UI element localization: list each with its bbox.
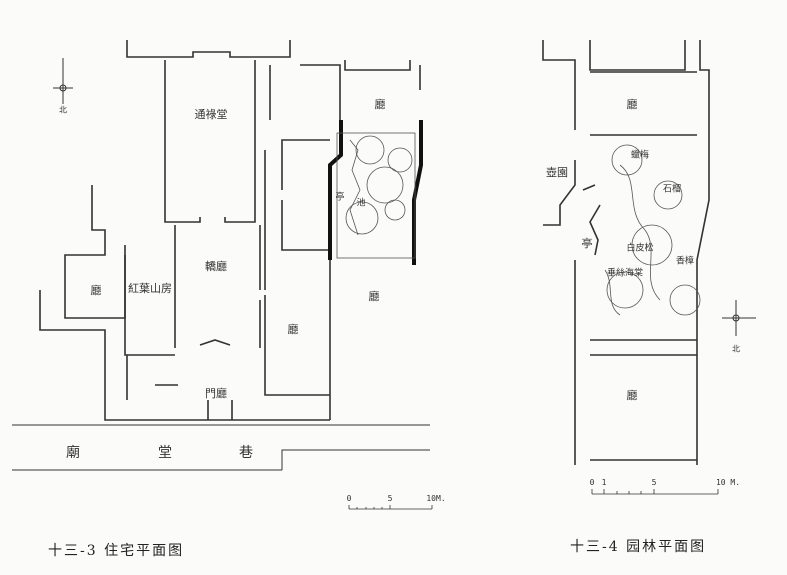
scale-tick: 5 — [651, 478, 657, 487]
room-north-hall: 廳 — [626, 98, 638, 111]
garden-scale-bar — [591, 489, 719, 495]
scale-tick: 1 — [601, 478, 607, 487]
scale-tick: 0 — [346, 494, 352, 503]
garden-caption: 十三-4 园林平面图 — [570, 539, 707, 555]
plant-label: 蠟梅 — [630, 150, 650, 161]
garden-north-arrow-icon — [722, 300, 756, 336]
room-garden-hall-south: 廳 — [368, 290, 380, 303]
room-east-hall: 廳 — [287, 323, 299, 336]
residence-lane — [12, 424, 430, 471]
room-gate-hall: 門廳 — [205, 387, 227, 400]
residence-pond-rockery — [336, 132, 416, 259]
room-pavilion: 亭 — [581, 237, 593, 250]
room-sedan-hall: 轎廳 — [205, 260, 227, 273]
lane-char-2: 堂 — [158, 445, 172, 461]
room-pavilion: 亭 — [335, 192, 345, 203]
north-arrow-icon — [53, 58, 73, 104]
residence-scale-bar — [348, 505, 433, 510]
plant-label: 垂絲海棠 — [606, 268, 644, 279]
plant-label: 白皮松 — [626, 243, 654, 254]
room-garden-hall-north: 廳 — [374, 98, 386, 111]
garden-rockery-trees — [604, 144, 701, 316]
residence-caption: 十三-3 住宅平面图 — [48, 543, 185, 559]
lane-char-3: 巷 — [239, 445, 253, 461]
scale-tick: 10M. — [426, 494, 446, 503]
scale-tick: 0 — [589, 478, 595, 487]
lane-char-1: 廟 — [66, 445, 80, 461]
room-main-hall: 通祿堂 — [194, 108, 228, 121]
room-west-hall: 廳 — [90, 284, 102, 297]
north-label: 北 — [59, 105, 67, 115]
plant-label: 香樟 — [675, 256, 695, 267]
garden-north-label: 北 — [732, 344, 740, 354]
scale-tick: 5 — [387, 494, 393, 503]
scale-tick: 10 M. — [715, 478, 741, 487]
room-south-hall: 廳 — [626, 389, 638, 402]
room-pond: 池 — [356, 198, 366, 209]
garden-walls — [542, 40, 710, 465]
plant-label: 石榴 — [662, 184, 682, 195]
garden-boundary-walls — [328, 120, 423, 265]
residence-walls — [39, 40, 421, 421]
room-pot-garden: 壺園 — [546, 166, 568, 179]
room-red-leaf-studio: 紅葉山房 — [128, 282, 172, 295]
